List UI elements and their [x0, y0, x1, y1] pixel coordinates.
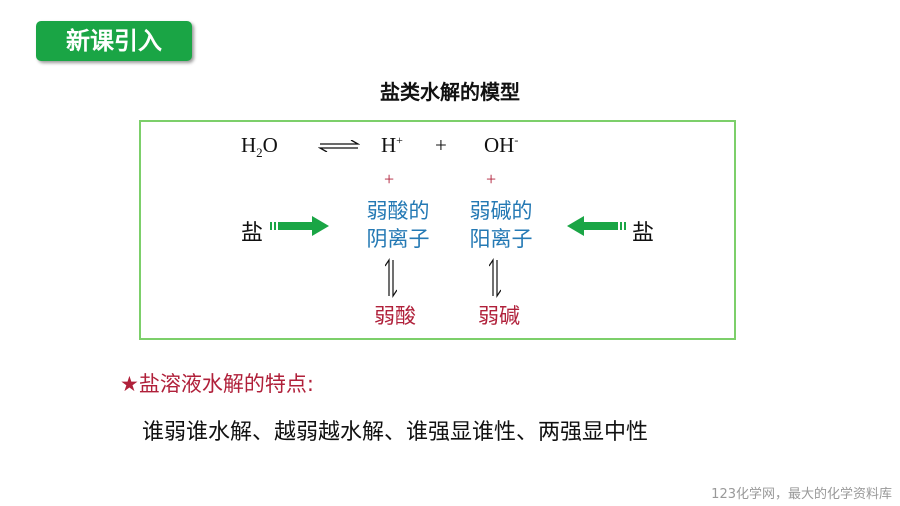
cation-line1: 弱碱的 — [469, 199, 533, 223]
hydroxide-ion: OH- — [484, 133, 518, 158]
slide-title: 盐类水解的模型 — [380, 80, 520, 104]
oh-charge: - — [514, 133, 519, 147]
section-badge: 新课引入 — [36, 21, 192, 61]
watermark: 123化学网，最大的化学资料库 — [711, 487, 892, 502]
hydrolysis-rule: 谁弱谁水解、越弱越水解、谁强显谁性、两强显中性 — [142, 420, 649, 445]
equilibrium-vertical-right-icon — [489, 258, 501, 298]
equilibrium-vertical-left-icon — [385, 258, 397, 298]
water-formula: H2O — [241, 133, 278, 161]
equilibrium-arrow-icon — [318, 140, 360, 152]
weak-base-cation: 弱碱的阳离子 — [463, 197, 539, 253]
plus-right: + — [486, 169, 497, 189]
arrow-right-icon — [270, 216, 329, 236]
salt-right: 盐 — [632, 221, 655, 246]
feature-heading: ★盐溶液水解的特点: — [120, 372, 314, 396]
anion-line2: 阴离子 — [366, 227, 430, 251]
arrow-left-icon — [567, 216, 626, 236]
plus-sign: + — [435, 133, 447, 157]
cation-line2: 阳离子 — [469, 227, 533, 251]
h2o-h: H — [241, 133, 257, 157]
weak-acid-anion: 弱酸的阴离子 — [360, 197, 436, 253]
hydrogen-ion: H+ — [381, 133, 403, 158]
h-charge: + — [396, 133, 403, 147]
plus-left: + — [384, 169, 395, 189]
anion-line1: 弱酸的 — [366, 199, 430, 223]
oh-symbol: OH — [484, 133, 515, 157]
salt-left: 盐 — [241, 221, 264, 246]
h2o-o: O — [262, 133, 278, 157]
weak-base: 弱碱 — [478, 304, 520, 328]
weak-acid: 弱酸 — [374, 304, 416, 328]
h-symbol: H — [381, 133, 397, 157]
hydrolysis-model-box — [139, 120, 736, 340]
h2o-subscript: 2 — [256, 145, 263, 161]
